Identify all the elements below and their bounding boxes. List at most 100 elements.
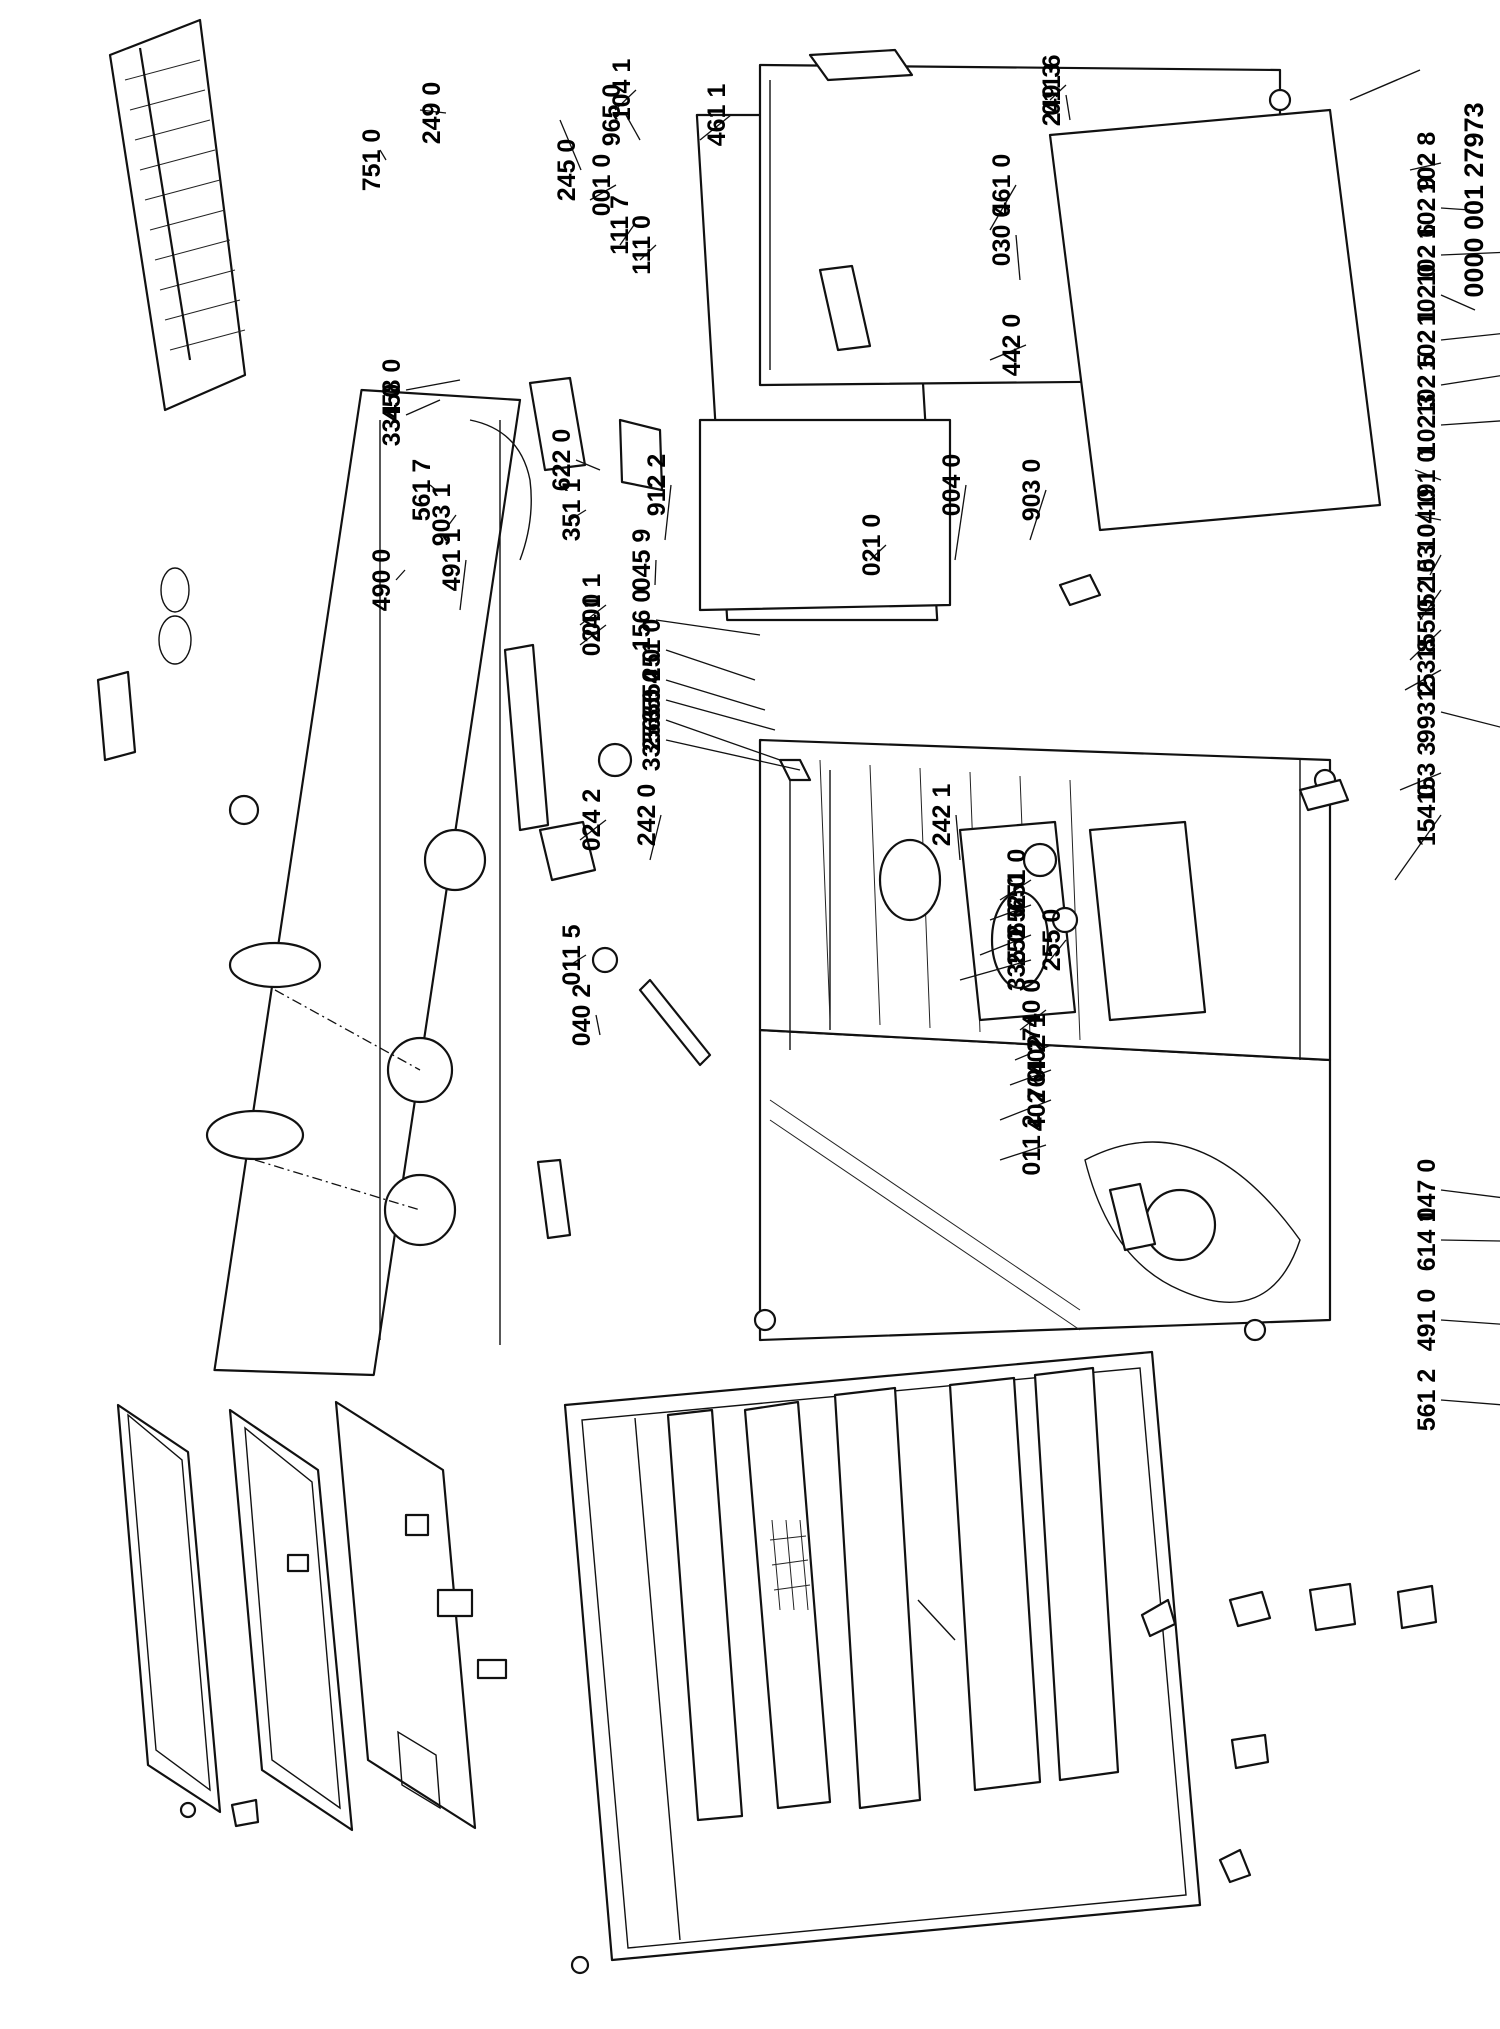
leader-line [1440,294,1476,311]
cabinet-assembly [753,738,1350,1342]
leader-line [869,544,887,561]
part-number-label: 011 5 [558,924,586,985]
control-panel-part [503,643,550,832]
door-shelf-bin-part [666,1408,744,1822]
foot-part [1140,1598,1177,1638]
leader-line [405,399,441,416]
leader-line [1440,1399,1500,1406]
part-number-label: 461 0 [988,154,1016,217]
part-number-label: 912 2 [643,454,671,517]
foot-part-2 [1218,1848,1252,1884]
part-number-label: 102 5 [1413,354,1441,417]
lamp-part [591,946,619,974]
door-shelf-bin-part-2 [833,1386,922,1810]
leader-line [614,89,637,111]
leader-line [1394,814,1442,881]
part-number-label: 102 8 [1413,132,1441,195]
leader-line [1440,251,1500,256]
leader-line [1440,375,1500,386]
part-number-label: 040 2 [568,984,596,1047]
leader-line [1414,514,1442,521]
knob-part-3 [1022,842,1058,878]
leader-line [575,459,601,471]
part-number-label: 402 0 [1023,1069,1051,1132]
part-number-label: 554 0 [638,649,666,712]
part-number-label: 652 0 [1003,874,1031,937]
side-panel-part-2 [698,418,952,612]
leader-line [1440,1319,1500,1325]
bottom-plate-part [1048,108,1382,532]
door-inner-frame-part [228,1408,354,1832]
leader-line [664,484,672,541]
part-number-label: 004 0 [938,454,966,517]
loose-part-614-1 [1230,1733,1270,1770]
leader-line [959,959,1032,981]
part-number-label: 490 0 [368,549,396,612]
part-number-label: 903 1 [428,484,456,547]
part-number-label: 153 8 [1413,639,1441,702]
thermostat-part [538,820,597,882]
part-number-label: 242 1 [928,784,956,847]
hinge-bar-part [638,978,712,1067]
part-number-label: 155 0 [1413,599,1441,662]
igniter-module-part [536,1158,572,1240]
part-number-label: 751 0 [358,129,386,192]
relay-part [1108,1182,1157,1252]
part-number-label: 442 0 [998,314,1026,377]
leader-line [954,484,967,561]
leader-line [595,1014,601,1036]
loose-part-491-0 [1308,1582,1357,1632]
leader-line [665,649,756,681]
leader-line [1009,1069,1052,1086]
leader-line [1414,469,1442,481]
leader-line [654,559,657,586]
leader-line [1399,772,1442,791]
part-number-label: 153 3 [1413,742,1441,805]
leader-line [569,509,587,521]
leader-line [459,559,467,611]
leader-line [625,114,641,141]
leader-line [1049,84,1067,101]
part-number-label: 024 2 [578,789,606,852]
grid-rail-part [138,47,192,361]
stop-part [476,1658,508,1680]
part-number-label: 965 0 [598,84,626,147]
part-number-label: 351 1 [558,479,586,542]
part-number-label: 903 0 [1018,459,1046,522]
screw-part-2 [570,1955,590,1975]
leader-line [1409,162,1442,171]
foot-part-6 [1058,573,1102,607]
leader-line [1419,589,1442,621]
part-number-label: 335 6 [638,709,666,772]
leader-line [569,954,587,966]
part-number-label: 102 9 [1413,177,1441,240]
thermostat-housing-part [878,838,942,922]
leader-line [979,934,1032,956]
leader-line [579,624,607,646]
leader-line [589,184,617,201]
part-number-label: 153 0 [1413,524,1441,587]
loose-part-561-2 [1396,1584,1438,1630]
part-number-label: 154 0 [1413,784,1441,847]
part-number-label: 191 0 [1413,449,1441,512]
handle-part [818,264,872,352]
leader-line [1015,234,1021,281]
burner-ring-part [383,1173,457,1247]
leader-line [1029,489,1047,541]
leader-line [419,109,447,114]
label-holder-part [436,1588,474,1618]
leader-line [1014,1044,1052,1061]
leader-line [665,739,801,771]
leader-line [1440,333,1500,341]
part-number-label: 251 0 [638,619,666,682]
leader-line [405,379,461,391]
top-hob-assembly [96,18,712,1377]
knob-part [228,794,260,826]
part-number-label: 021 0 [858,514,886,577]
part-number-label: 111 0 [628,215,656,275]
part-number-label: 561 2 [1413,1369,1441,1432]
foot-part-4 [1243,1318,1267,1342]
part-number-label: 993 2 [1413,681,1441,744]
leader-line [444,514,457,531]
compressor-part [1143,1188,1217,1262]
